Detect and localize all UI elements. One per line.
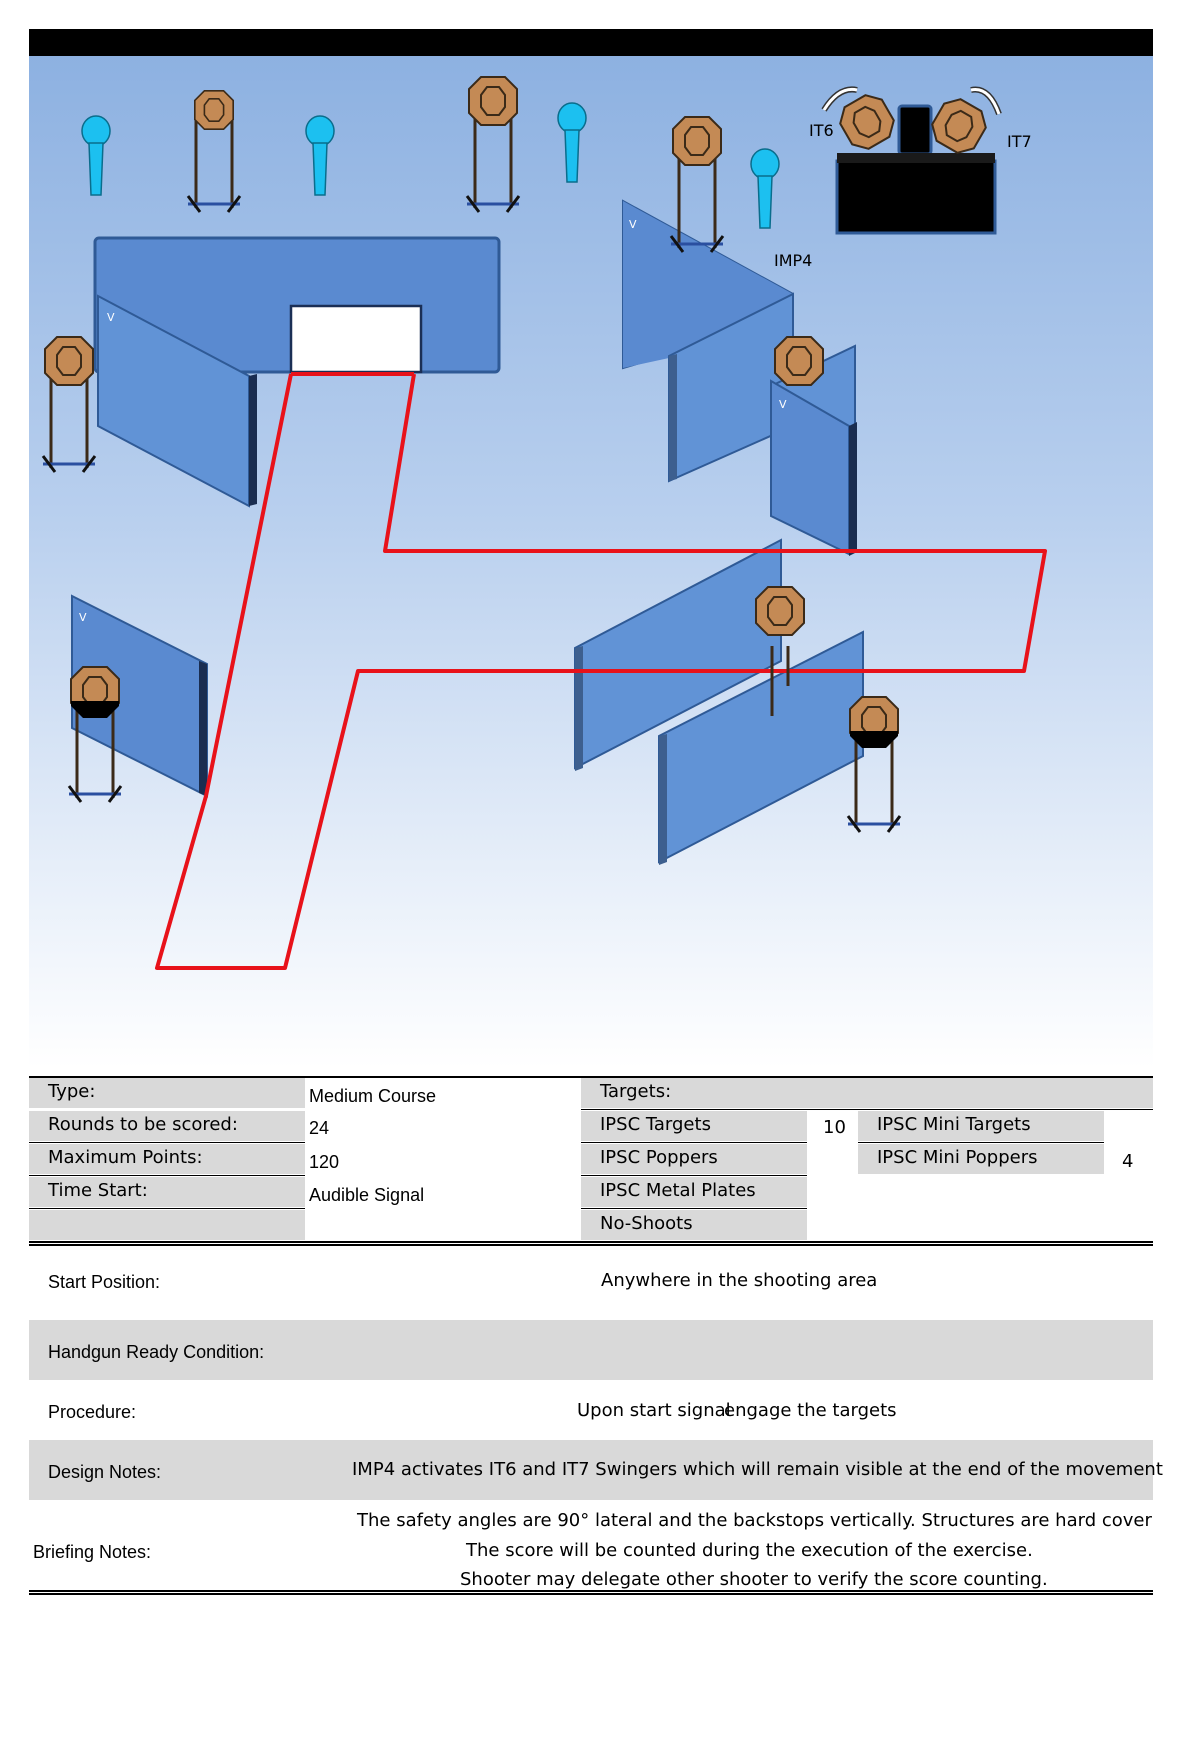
target-t6 (755, 586, 805, 716)
svg-text:V: V (779, 398, 787, 411)
procedure-value-b: engage the targets (724, 1400, 897, 1421)
table-top-rule (29, 1076, 1153, 1078)
target-t4 (41, 336, 97, 474)
mini-poppers-label: IPSC Mini Poppers (858, 1144, 1104, 1174)
target-t7-noshoot (67, 666, 123, 804)
back-wall (93, 236, 501, 374)
start-position-label: Start Position: (48, 1272, 161, 1292)
mini-popper-1 (81, 115, 111, 196)
time-start-value: Audible Signal (309, 1185, 425, 1205)
window-port (289, 304, 423, 374)
svg-text:V: V (107, 311, 115, 324)
ipsc-targets-label: IPSC Targets (581, 1111, 807, 1141)
notes-area: Design Notes: IMP4 activates IT6 and IT7… (29, 1440, 1192, 1740)
fault-line (155, 373, 1047, 970)
type-value: Medium Course (309, 1086, 437, 1106)
svg-text:V: V (629, 218, 637, 231)
ipsc-targets-value: 10 (823, 1117, 846, 1138)
procedure-row: Procedure: Upon start signal engage the … (29, 1380, 1153, 1440)
svg-text:V: V (79, 611, 87, 624)
design-notes-value: IMP4 activates IT6 and IT7 Swingers whic… (352, 1459, 1163, 1480)
mini-popper-2 (305, 115, 335, 196)
targets-label: Targets: (581, 1078, 1153, 1108)
no-shoots-label: No-Shoots (581, 1210, 807, 1240)
max-points-label: Maximum Points: (29, 1144, 305, 1174)
briefing-line-1: The safety angles are 90° lateral and th… (357, 1510, 1152, 1531)
mini-targets-label: IPSC Mini Targets (858, 1111, 1104, 1141)
target-t2 (465, 76, 521, 214)
procedure-label: Procedure: (48, 1402, 137, 1422)
target-t5 (774, 336, 824, 386)
label-it7: IT7 (1007, 132, 1032, 151)
start-position-value: Anywhere in the shooting area (601, 1270, 878, 1291)
max-points-value: 120 (309, 1152, 340, 1172)
stage-diagram: V V V V (29, 56, 1153, 1068)
ipsc-poppers-label: IPSC Poppers (581, 1144, 807, 1174)
design-notes-row: Design Notes: IMP4 activates IT6 and IT7… (29, 1440, 1163, 1500)
design-notes-label: Design Notes: (48, 1462, 162, 1482)
time-start-label: Time Start: (29, 1177, 305, 1207)
briefing-line-3: Shooter may delegate other shooter to ve… (460, 1569, 1048, 1590)
table-bottom-rule (29, 1241, 1153, 1246)
target-t3 (669, 116, 725, 254)
ipsc-metal-plates-label: IPSC Metal Plates (581, 1177, 807, 1207)
target-t8-noshoot (846, 696, 902, 834)
briefing-notes-row: Briefing Notes: The safety angles are 90… (29, 1500, 1153, 1592)
mini-popper-3 (557, 102, 587, 183)
type-label: Type: (29, 1078, 305, 1108)
ready-condition-row: Handgun Ready Condition: (29, 1320, 1153, 1380)
label-imp4: IMP4 (774, 251, 812, 270)
stage-drawing: V V V V (41, 76, 1047, 970)
mini-poppers-value: 4 (1122, 1151, 1134, 1172)
rounds-value: 24 (309, 1118, 330, 1138)
label-it6: IT6 (809, 121, 834, 140)
page-bottom-rule (29, 1590, 1153, 1595)
ready-condition-label: Handgun Ready Condition: (48, 1342, 265, 1362)
briefing-line-2: The score will be counted during the exe… (466, 1540, 1033, 1561)
mini-popper-imp4 (750, 148, 780, 229)
target-t1 (186, 90, 242, 214)
swinger-assembly (821, 86, 1002, 235)
blank-label-cell (29, 1210, 305, 1240)
procedure-value-a: Upon start signal (577, 1400, 731, 1421)
briefing-notes-label: Briefing Notes: (33, 1542, 152, 1562)
start-position-row: Start Position: Anywhere in the shooting… (29, 1250, 1153, 1310)
rounds-label: Rounds to be scored: (29, 1111, 305, 1141)
title-bar (29, 29, 1153, 56)
